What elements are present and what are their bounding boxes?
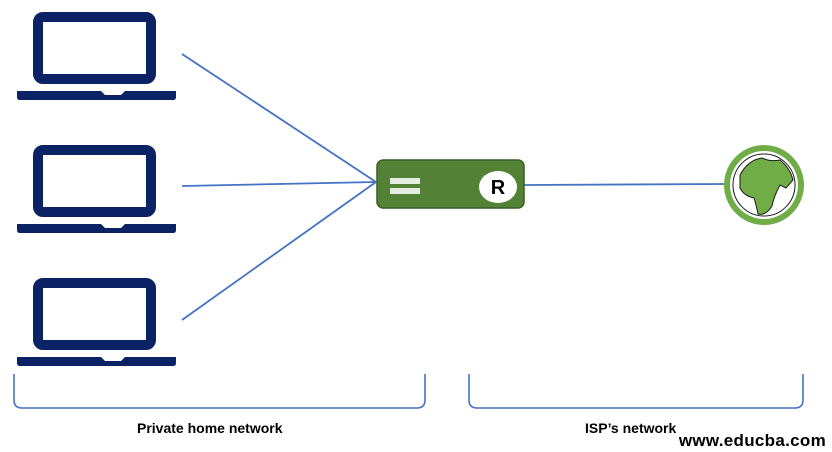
- router-label: R: [491, 177, 506, 199]
- private-network-label: Private home network: [137, 420, 283, 436]
- brace-private: [13, 374, 426, 409]
- link-laptop3-router: [181, 181, 377, 321]
- laptop-icon: [17, 17, 176, 100]
- laptop-icon: [17, 283, 176, 366]
- connection-lines: [181, 53, 725, 321]
- isp-network-label: ISP’s network: [585, 420, 677, 436]
- globe-icon: [724, 145, 804, 225]
- watermark: www.educba.com: [678, 431, 826, 450]
- link-laptop1-router: [181, 53, 377, 183]
- link-router-internet: [523, 183, 725, 186]
- brace-isp: [468, 374, 804, 409]
- braces: [13, 374, 804, 409]
- laptop-icon: [17, 150, 176, 233]
- link-laptop2-router: [181, 181, 377, 187]
- router-icon: R: [376, 159, 525, 209]
